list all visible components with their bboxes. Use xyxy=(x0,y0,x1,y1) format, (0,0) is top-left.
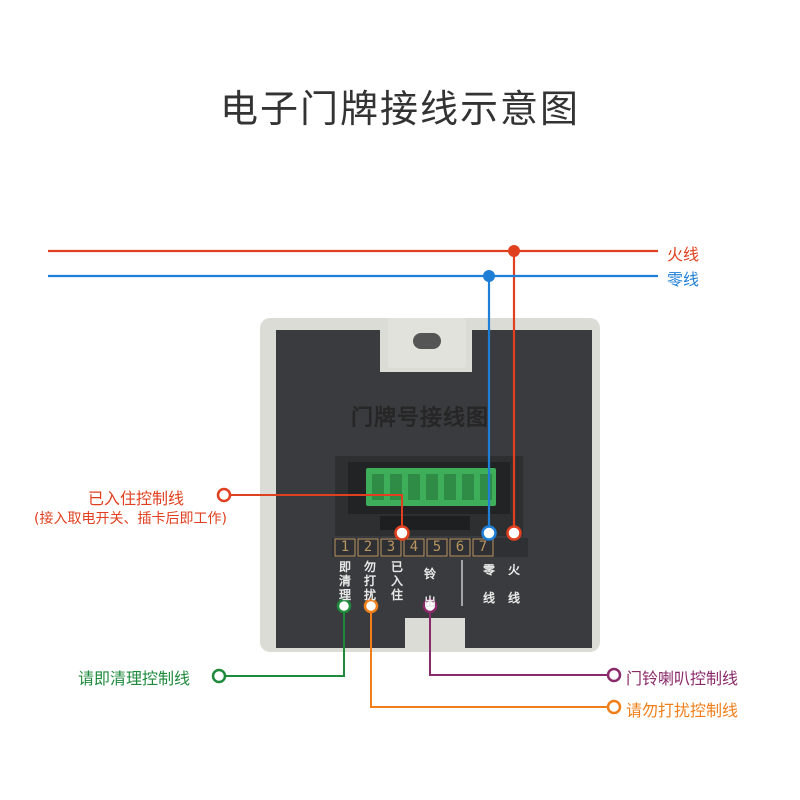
right-notch-mid xyxy=(592,470,600,530)
dnd-terminal-dot xyxy=(363,598,379,614)
terminal-number-3: 3 xyxy=(386,539,396,555)
occupied-start-dot xyxy=(216,487,232,503)
terminal-label-clean: 即清理 xyxy=(338,560,351,602)
terminal-label-occupied: 已入住 xyxy=(390,560,403,602)
dnd-control-wire xyxy=(370,612,608,708)
live-terminal-dot xyxy=(506,525,522,541)
terminal-number-2: 2 xyxy=(363,539,373,555)
terminal-number-5: 5 xyxy=(432,539,442,555)
terminal-label-bell: 铃出 xyxy=(423,567,436,609)
doorbell-control-label: 门铃喇叭控制线 xyxy=(626,669,739,688)
left-notch-top xyxy=(262,400,276,440)
panel-title: 门牌号接线图 xyxy=(350,405,489,431)
dnd-end-dot xyxy=(606,699,622,715)
occupied-control-label: 已入住控制线 xyxy=(88,489,185,508)
terminal-screws xyxy=(372,474,492,500)
terminal-number-1: 1 xyxy=(340,539,350,555)
live-junction xyxy=(508,245,520,257)
occupied-control-wire xyxy=(230,494,403,526)
clean-start-dot xyxy=(211,668,227,684)
left-notch-mid xyxy=(262,470,276,530)
clean-control-label: 请即清理控制线 xyxy=(78,669,191,688)
doorbell-terminal-dot xyxy=(422,598,438,614)
terminal-cells xyxy=(334,538,494,557)
clean-terminal-dot xyxy=(336,598,352,614)
terminal-label-dnd: 勿打扰 xyxy=(363,560,376,602)
neutral-line-label: 零线 xyxy=(667,270,700,289)
bottom-notch xyxy=(405,618,465,652)
live-line-label: 火线 xyxy=(667,245,700,264)
clean-control-wire xyxy=(225,612,345,677)
terminal-number-6: 6 xyxy=(455,539,465,555)
terminal-label-neutral: 零线 xyxy=(482,563,495,605)
dnd-control-label: 请勿打扰控制线 xyxy=(626,701,739,720)
neutral-terminal-dot xyxy=(481,525,497,541)
mount-slot xyxy=(413,333,441,349)
occupied-control-note: (接入取电开关、插卡后即工作) xyxy=(34,511,227,527)
page-title: 电子门牌接线示意图 xyxy=(219,87,580,131)
doorbell-control-wire xyxy=(429,612,608,676)
terminal-number-7: 7 xyxy=(478,539,488,555)
neutral-junction xyxy=(483,270,495,282)
terminal-number-4: 4 xyxy=(409,539,419,555)
terminal-label-live: 火线 xyxy=(507,563,520,605)
doorbell-end-dot xyxy=(606,667,622,683)
slot-bar xyxy=(380,516,470,530)
occupied-terminal-dot xyxy=(394,525,410,541)
